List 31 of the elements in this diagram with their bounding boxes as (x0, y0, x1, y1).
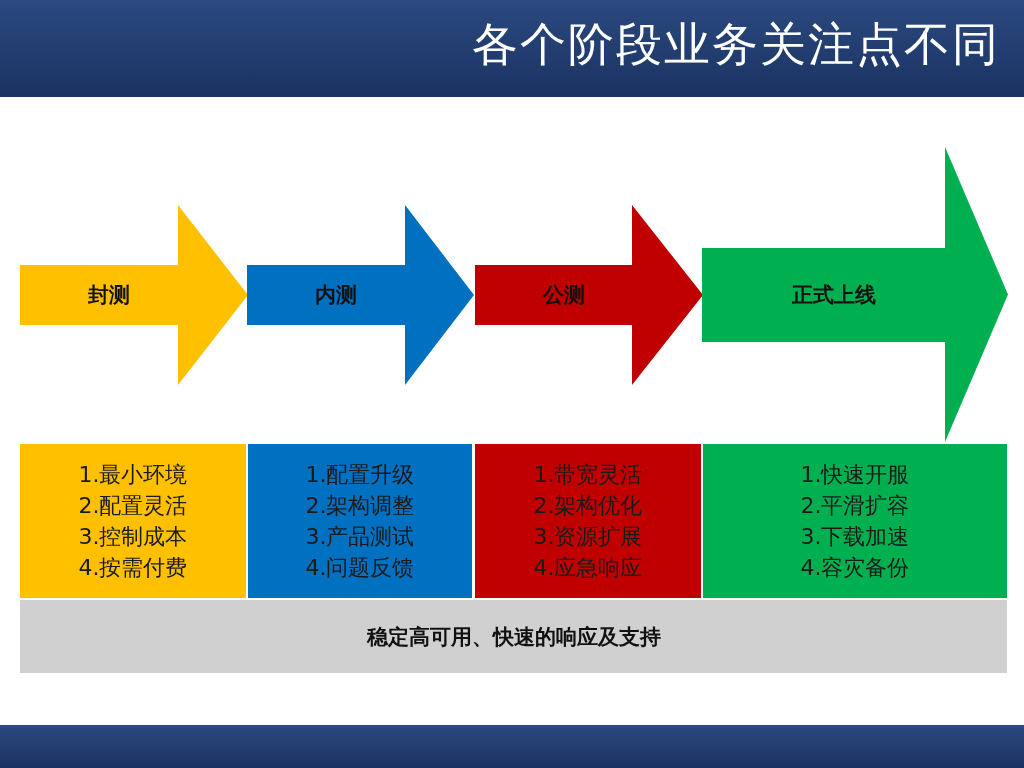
list-item: 3.下载加速 (800, 523, 910, 551)
list-item: 4.容灾备份 (800, 554, 910, 582)
list-item: 2.架构调整 (305, 492, 415, 520)
list-item: 3.控制成本 (78, 523, 188, 551)
slide-title: 各个阶段业务关注点不同 (472, 16, 1000, 73)
list-item: 3.资源扩展 (533, 523, 643, 551)
feature-list-panel (20, 444, 246, 598)
list-item: 4.应急响应 (533, 554, 643, 582)
process-step-shape (702, 147, 1008, 442)
feature-list-panel (475, 444, 701, 598)
process-step-shape (475, 205, 703, 385)
feature-list-panel (248, 444, 472, 598)
list-item: 4.问题反馈 (305, 554, 415, 582)
list-item: 1.快速开服 (800, 461, 910, 489)
stage-label: 公测 (542, 282, 585, 309)
list-item: 2.架构优化 (533, 492, 643, 520)
list-item: 3.产品测试 (305, 523, 415, 551)
list-item: 1.配置升级 (305, 461, 415, 489)
summary-text: 稳定高可用、快速的响应及支持 (366, 623, 661, 651)
summary-bar (20, 600, 1007, 673)
stage-label: 封测 (88, 282, 130, 309)
stage-label: 内测 (315, 282, 357, 309)
list-item: 2.平滑扩容 (800, 492, 910, 520)
list-item: 1.带宽灵活 (533, 461, 643, 489)
list-item: 1.最小环境 (78, 461, 188, 489)
list-item: 2.配置灵活 (78, 492, 188, 520)
feature-list-panel (703, 444, 1007, 598)
list-item: 4.按需付费 (78, 554, 188, 582)
stage-label: 正式上线 (791, 282, 876, 309)
process-step-shape (247, 205, 474, 385)
process-step-shape (20, 205, 248, 385)
